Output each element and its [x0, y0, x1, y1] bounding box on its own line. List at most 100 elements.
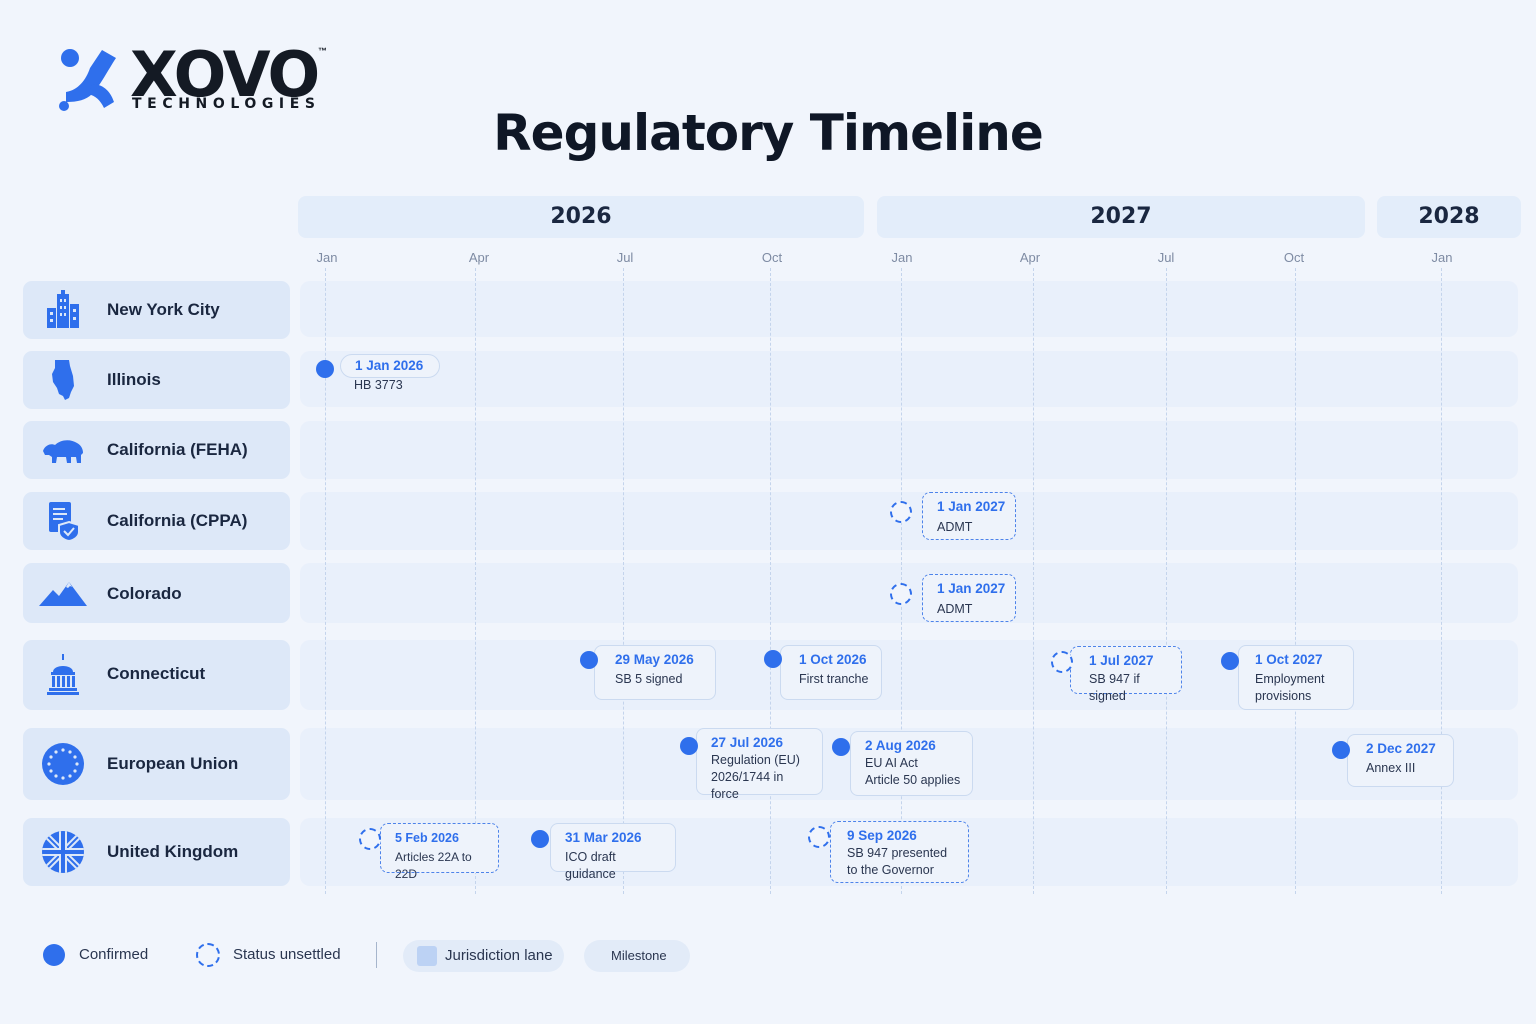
legend-lane-label: Jurisdiction lane [445, 947, 553, 964]
xovo-logo: XOVO ™ TECHNOLOGIES [56, 40, 346, 120]
jurisdiction-new-york-city: New York City [23, 281, 290, 339]
grid-line [770, 268, 771, 894]
milestone-date: 1 Jan 2027 [937, 581, 1006, 596]
milestone-card: 2 Aug 2026 EU AI Act Article 50 applies [850, 731, 973, 796]
legend-unsettled-dot [196, 943, 220, 967]
month-label: Jan [316, 250, 338, 265]
milestone-text: ADMT [937, 520, 973, 534]
milestone-text: First tranche [799, 672, 869, 686]
milestone-text: EU AI Act Article 50 applies [865, 756, 961, 787]
month-label: Jan [891, 250, 913, 265]
milestone-text: SB 947 if signed [1089, 672, 1140, 703]
milestone-text: SB 5 signed [615, 672, 683, 686]
grid-line [325, 268, 326, 894]
milestone-text: Annex III [1366, 761, 1416, 775]
milestone-card: 29 May 2026 SB 5 signed [594, 645, 716, 700]
milestone-date: 2 Aug 2026 [865, 738, 936, 753]
milestone-card: 1 Jan 2027 ADMT [922, 574, 1016, 622]
jurisdiction-label: United Kingdom [107, 842, 239, 861]
lane-california-feha [300, 421, 1518, 479]
unsettled-dot [359, 828, 381, 850]
month-label: Apr [468, 250, 490, 265]
milestone-date: 1 Oct 2026 [799, 652, 867, 667]
milestone-date: 5 Feb 2026 [395, 831, 459, 845]
milestone-date: 1 Jan 2026 [355, 358, 424, 373]
grid-line [1295, 268, 1296, 894]
milestone-date: 31 Mar 2026 [565, 830, 642, 845]
grid-line [1166, 268, 1167, 894]
lane-california-cppa [300, 492, 1518, 550]
lane-illinois [300, 351, 1518, 407]
year-band-2028: 2028 [1377, 196, 1521, 238]
document-shield-icon [39, 497, 87, 545]
milestone-card: 1 Oct 2026 First tranche [780, 645, 882, 700]
month-label: Jul [1157, 250, 1175, 265]
grid-line [901, 268, 902, 894]
milestone-text: SB 947 presented to the Governor [847, 846, 948, 877]
grid-line [1441, 268, 1442, 894]
jurisdiction-california-feha: California (FEHA) [23, 421, 290, 479]
milestone-card: 5 Feb 2026 Articles 22A to 22D [380, 823, 499, 881]
california-bear-icon [39, 426, 87, 474]
milestone-date: 9 Sep 2026 [847, 828, 917, 843]
capitol-dome-icon [39, 651, 87, 699]
milestone-text: ICO draft guidance [565, 850, 616, 881]
grid-line [1033, 268, 1034, 894]
confirmed-dot [1332, 741, 1350, 759]
year-band-2026: 2026 [298, 196, 864, 238]
month-label: Jan [1431, 250, 1453, 265]
jurisdiction-colorado: Colorado [23, 563, 290, 623]
logo-tagline: TECHNOLOGIES [132, 96, 321, 112]
milestone-text: Employment provisions [1255, 672, 1325, 703]
milestone-card: 9 Sep 2026 SB 947 presented to the Gover… [830, 821, 969, 883]
mountains-icon [39, 569, 87, 617]
grid-line [623, 268, 624, 894]
legend-confirmed-dot [43, 944, 65, 966]
jurisdiction-label: New York City [107, 300, 220, 319]
milestone-date: 1 Jul 2027 [1089, 653, 1154, 668]
grid-line [475, 268, 476, 894]
milestone-card: 2 Dec 2027 Annex III [1347, 734, 1454, 787]
confirmed-dot [832, 738, 850, 756]
eu-stars-icon [39, 740, 87, 788]
year-band-2027: 2027 [877, 196, 1365, 238]
jurisdiction-label: European Union [107, 754, 239, 773]
jurisdiction-california-cppa: California (CPPA) [23, 492, 290, 550]
illinois-state-icon [39, 356, 87, 404]
city-buildings-icon [39, 286, 87, 334]
unsettled-dot [890, 583, 912, 605]
unsettled-dot [890, 501, 912, 523]
page-title: Regulatory Timeline [493, 104, 1044, 162]
milestone-card: 27 Jul 2026 Regulation (EU) 2026/1744 in… [696, 728, 823, 801]
milestone-text: Regulation (EU) 2026/1744 in force [711, 753, 800, 801]
month-label: Oct [761, 250, 783, 265]
milestone-date: 1 Jan 2027 [937, 499, 1006, 514]
jurisdiction-label: Illinois [107, 370, 161, 389]
milestone-text: ADMT [937, 602, 973, 616]
unsettled-dot [808, 826, 830, 848]
legend-lane-pill: Jurisdiction lane [403, 940, 564, 972]
lane-new-york-city [300, 281, 1518, 337]
jurisdiction-label: California (FEHA) [107, 440, 248, 459]
unsettled-dot [1051, 651, 1073, 673]
union-jack-icon [39, 828, 87, 876]
legend-unsettled-label: Status unsettled [233, 946, 341, 963]
legend-milestone-pill: Milestone [584, 940, 690, 972]
confirmed-dot [316, 360, 334, 378]
jurisdiction-connecticut: Connecticut [23, 640, 290, 710]
month-label: Oct [1283, 250, 1305, 265]
milestone-date: 27 Jul 2026 [711, 735, 784, 750]
milestone-date: 2 Dec 2027 [1366, 741, 1436, 756]
jurisdiction-label: Colorado [107, 584, 182, 603]
jurisdiction-label: Connecticut [107, 664, 206, 683]
trademark-symbol: ™ [318, 46, 327, 56]
jurisdiction-illinois: Illinois [23, 351, 290, 409]
confirmed-dot [680, 737, 698, 755]
confirmed-dot [531, 830, 549, 848]
milestone-card: 1 Oct 2027 Employment provisions [1238, 645, 1354, 710]
legend-confirmed-label: Confirmed [79, 946, 149, 963]
milestone-date: 29 May 2026 [615, 652, 694, 667]
legend-divider [376, 942, 377, 968]
logo-wordmark: XOVO [130, 38, 320, 111]
milestone-text: HB 3773 [354, 378, 403, 392]
